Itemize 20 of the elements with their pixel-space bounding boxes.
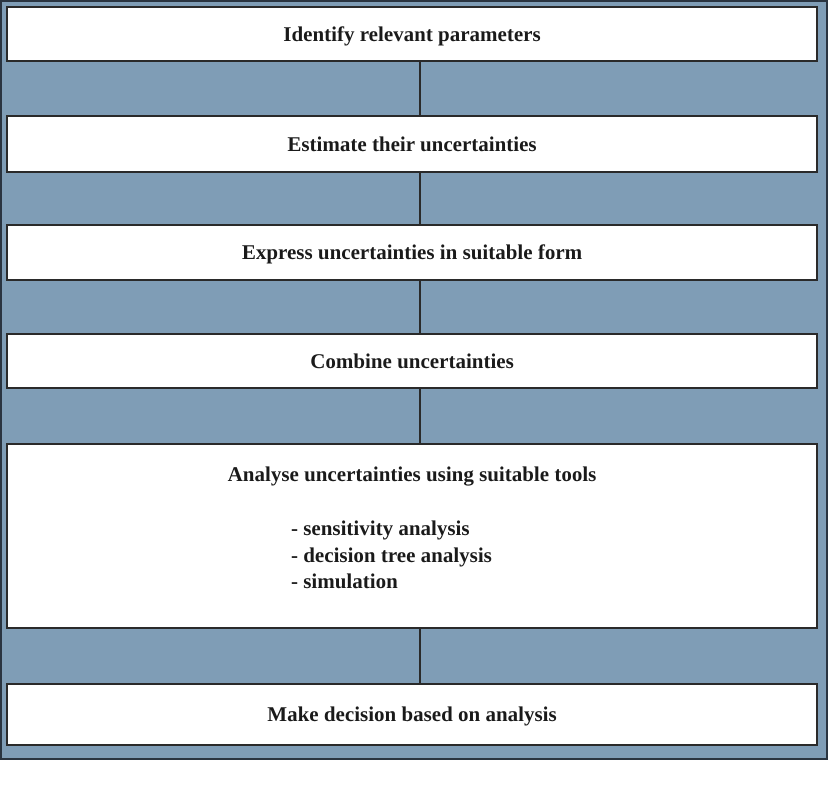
step-title: Combine uncertainties	[310, 348, 514, 374]
step-title: Estimate their uncertainties	[287, 130, 537, 158]
process-box	[6, 6, 818, 62]
step-title: Express uncertainties in suitable form	[242, 239, 582, 266]
step-title: Identify relevant parameters	[283, 20, 541, 48]
step-title: Make decision based on analysis	[267, 701, 557, 728]
connector-line	[419, 629, 421, 683]
process-box	[6, 115, 818, 173]
tool-list-item: - decision tree analysis	[291, 542, 492, 568]
tool-list-item: - sensitivity analysis	[291, 515, 470, 542]
process-box	[6, 333, 818, 389]
tool-list-item: - simulation	[291, 568, 398, 594]
connector-line	[419, 281, 421, 333]
connector-line	[419, 389, 421, 443]
connector-line	[419, 173, 421, 224]
process-box	[6, 683, 818, 746]
process-box	[6, 443, 818, 629]
process-box	[6, 224, 818, 281]
connector-line	[419, 62, 421, 115]
step-title: Analyse uncertainties using suitable tools	[228, 461, 596, 488]
